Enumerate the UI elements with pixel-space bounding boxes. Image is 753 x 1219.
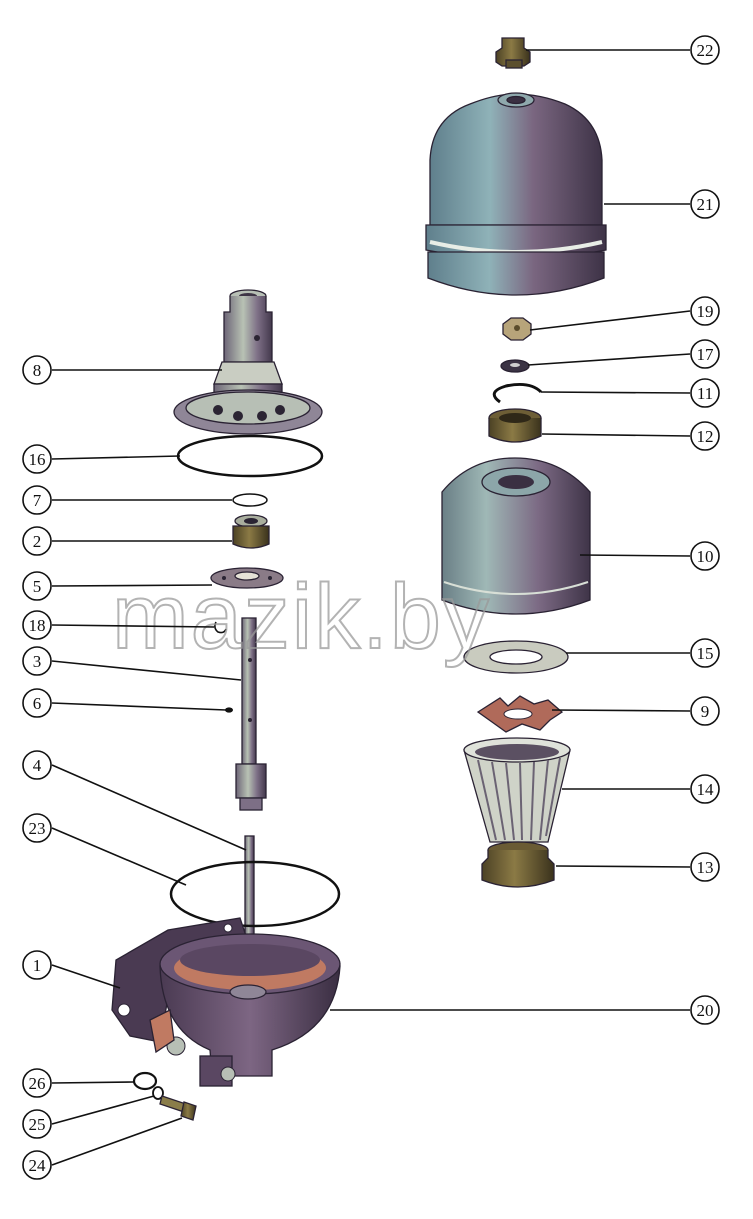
svg-text:4: 4 (33, 756, 42, 775)
part-18-clip (214, 621, 227, 634)
part-13-base-bushing (481, 841, 555, 888)
watermark-text: mazik.by (112, 566, 491, 668)
part-10-rotor-body (441, 457, 591, 615)
svg-text:25: 25 (29, 1115, 46, 1134)
svg-text:11: 11 (697, 384, 713, 403)
svg-text:9: 9 (701, 702, 710, 721)
part-21-rotor-cover (425, 92, 607, 296)
part-2-nozzle (232, 514, 270, 549)
svg-text:16: 16 (29, 450, 46, 469)
part-19-nut (502, 317, 532, 341)
callout-10: 10 (690, 541, 720, 571)
part-24-bolt (159, 1095, 197, 1121)
callout-8: 8 (22, 355, 52, 385)
callout-17: 17 (690, 339, 720, 369)
part-23-gasket (169, 860, 341, 928)
part-11-snap-ring (492, 383, 543, 404)
callout-25: 25 (22, 1109, 52, 1139)
callout-6: 6 (22, 688, 52, 718)
part-6-pin (225, 707, 233, 713)
svg-text:20: 20 (697, 1001, 714, 1020)
svg-text:18: 18 (29, 616, 46, 635)
callout-5: 5 (22, 571, 52, 601)
callout-23: 23 (22, 813, 52, 843)
callout-26: 26 (22, 1068, 52, 1098)
callout-21: 21 (690, 189, 720, 219)
part-12-bushing (488, 408, 542, 443)
part-9-impeller (476, 695, 564, 733)
svg-text:12: 12 (697, 427, 714, 446)
part-25-washer (152, 1086, 164, 1100)
svg-text:6: 6 (33, 694, 42, 713)
svg-text:14: 14 (697, 780, 715, 799)
callout-11: 11 (690, 378, 720, 408)
callout-14: 14 (690, 774, 720, 804)
callout-12: 12 (690, 421, 720, 451)
part-22-plug (495, 37, 531, 69)
callout-20: 20 (690, 995, 720, 1025)
svg-text:3: 3 (33, 652, 42, 671)
callout-22: 22 (690, 35, 720, 65)
callout-9: 9 (690, 696, 720, 726)
svg-text:15: 15 (697, 644, 714, 663)
svg-text:17: 17 (697, 345, 715, 364)
svg-text:8: 8 (33, 361, 42, 380)
part-8-spindle-housing (173, 289, 323, 435)
svg-text:10: 10 (697, 547, 714, 566)
callout-1: 1 (22, 950, 52, 980)
callout-19: 19 (690, 296, 720, 326)
svg-text:22: 22 (697, 41, 714, 60)
part-3-rod (235, 617, 267, 811)
part-26-oring (132, 1071, 158, 1091)
svg-text:2: 2 (33, 532, 42, 551)
callout-18: 18 (22, 610, 52, 640)
svg-text:1: 1 (33, 956, 42, 975)
part-17-washer (500, 359, 530, 373)
part-15-gasket-ring (463, 640, 569, 674)
callout-13: 13 (690, 852, 720, 882)
callout-7: 7 (22, 485, 52, 515)
part-20-bowl-body (149, 933, 341, 1087)
callout-3: 3 (22, 646, 52, 676)
part-7-small-ring (232, 493, 268, 507)
callout-16: 16 (22, 444, 52, 474)
callout-2: 2 (22, 526, 52, 556)
svg-text:7: 7 (33, 491, 42, 510)
svg-text:23: 23 (29, 819, 46, 838)
callout-4: 4 (22, 750, 52, 780)
callout-15: 15 (690, 638, 720, 668)
part-14-filter-cone (463, 737, 571, 843)
callout-24: 24 (22, 1150, 52, 1180)
svg-text:26: 26 (29, 1074, 46, 1093)
part-16-oring (176, 434, 324, 478)
svg-text:13: 13 (697, 858, 714, 877)
svg-text:21: 21 (697, 195, 714, 214)
part-5-plate (210, 567, 284, 589)
svg-text:24: 24 (29, 1156, 47, 1175)
svg-text:5: 5 (33, 577, 42, 596)
leader-lines (51, 49, 691, 1166)
svg-text:19: 19 (697, 302, 714, 321)
